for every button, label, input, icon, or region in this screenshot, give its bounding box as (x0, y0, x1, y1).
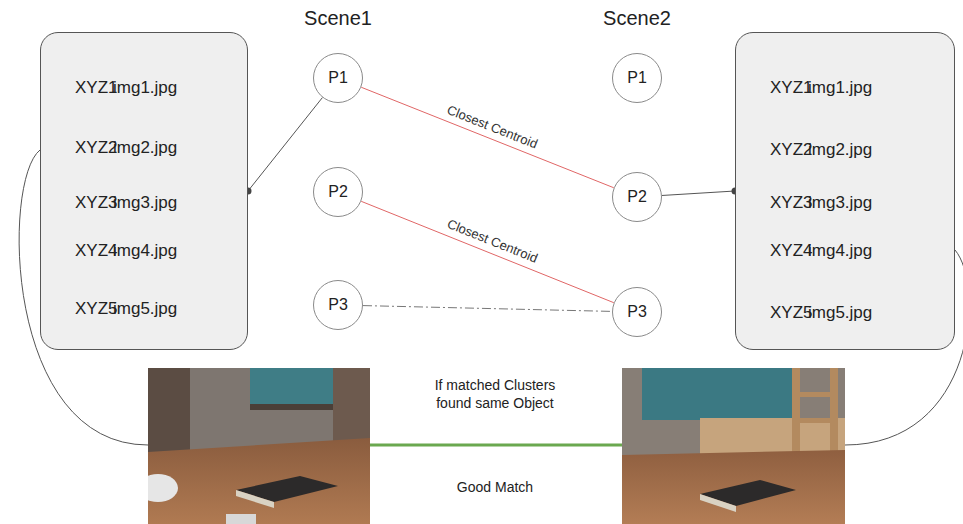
image-file: img4.jpg (113, 241, 177, 261)
photo-furniture (333, 368, 370, 446)
image-file: img5.jpg (113, 299, 177, 319)
cluster-table: XYZ1img1.jpgXYZ2img2.jpgXYZ3img3.jpgXYZ4… (40, 32, 248, 350)
centroid-name: P1 (627, 68, 647, 88)
centroid-circle: P2 (313, 167, 363, 217)
photo-headboard (642, 368, 792, 420)
photo-floor (622, 450, 845, 524)
photo-wall (148, 368, 370, 524)
connector-line (361, 201, 614, 302)
match-note: If matched Clusters found same Object (420, 376, 570, 412)
photo-rung (800, 418, 830, 423)
image-file: img2.jpg (113, 138, 177, 158)
connector-line (361, 87, 614, 188)
centroid-name: P2 (328, 182, 348, 202)
match-note: Good Match (420, 478, 570, 496)
image-file: img1.jpg (808, 78, 872, 98)
connector-line (248, 98, 322, 191)
image-file: img3.jpg (113, 193, 177, 213)
photo-post (792, 368, 800, 458)
point-id: XYZ3 (75, 193, 118, 213)
image-file: img2.jpg (808, 140, 872, 160)
centroid-name: P3 (627, 302, 647, 322)
point-id: XYZ4 (770, 241, 813, 261)
centroid-name: P2 (627, 187, 647, 207)
photo-book-pages (700, 494, 736, 512)
centroid-circle: P2 (612, 172, 662, 222)
scene-title: Scene2 (577, 6, 697, 30)
centroid-circle: P3 (313, 280, 363, 330)
connector-line (662, 191, 735, 195)
photo-post (830, 368, 838, 458)
image-file: img4.jpg (808, 241, 872, 261)
point-id: XYZ5 (75, 299, 118, 319)
point-id: XYZ3 (770, 193, 813, 213)
point-id: XYZ2 (770, 140, 813, 160)
photo-shoe (148, 474, 178, 502)
scene1-photo (148, 368, 370, 524)
photo-drawer (700, 418, 845, 456)
centroid-circle: P3 (612, 287, 662, 337)
centroid-circle: P1 (313, 53, 363, 103)
point-id: XYZ1 (75, 78, 118, 98)
image-file: img1.jpg (113, 78, 177, 98)
photo-rung (800, 392, 830, 397)
photo-floor (148, 438, 370, 524)
image-file: img3.jpg (808, 193, 872, 213)
photo-paper (226, 514, 256, 524)
photo-book-pages (236, 490, 274, 508)
point-id: XYZ1 (770, 78, 813, 98)
image-file: img5.jpg (808, 303, 872, 323)
cluster-table: XYZ1img1.jpgXYZ2img2.jpgXYZ3img3.jpgXYZ4… (735, 32, 955, 350)
point-id: XYZ4 (75, 241, 118, 261)
centroid-circle: P1 (612, 53, 662, 103)
centroid-name: P1 (328, 68, 348, 88)
photo-bed-rail (250, 404, 335, 410)
dash-dot-connector (363, 306, 612, 312)
centroid-name: P3 (328, 295, 348, 315)
photo-wall (622, 368, 845, 524)
point-id: XYZ2 (75, 138, 118, 158)
scene-title: Scene1 (278, 6, 398, 30)
photo-headboard (250, 368, 335, 408)
scene2-photo (622, 368, 845, 524)
point-id: XYZ5 (770, 303, 813, 323)
match-line (370, 444, 622, 447)
